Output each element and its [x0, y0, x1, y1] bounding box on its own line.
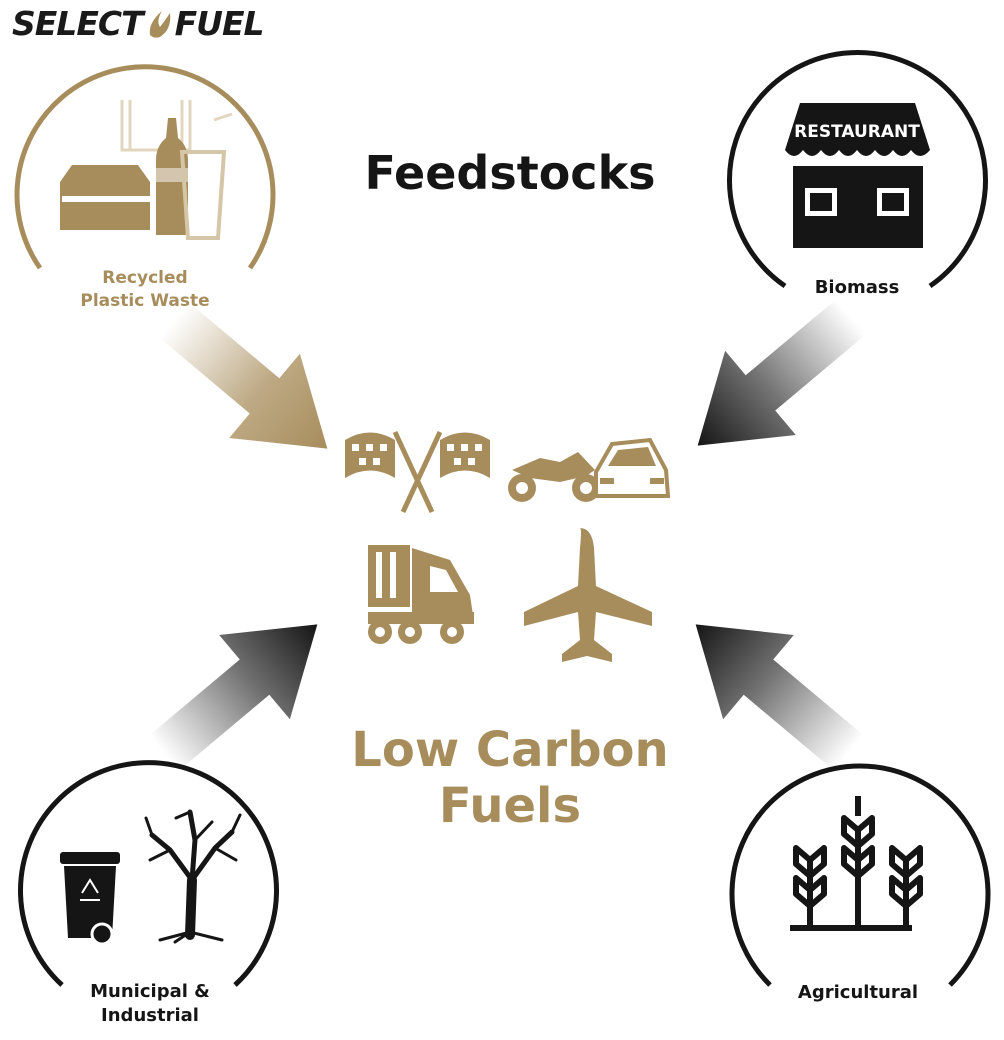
diagram-title: Feedstocks: [364, 146, 656, 200]
agricultural-node-ring: [729, 763, 991, 987]
plastic-label-line1: Recycled: [102, 268, 187, 288]
center-label-line2: Fuels: [438, 778, 582, 834]
plastic-node-ring: [14, 64, 276, 270]
restaurant-sign: RESTAURANT: [794, 122, 920, 142]
municipal-label-line2: Industrial: [101, 1005, 199, 1026]
trash-bin-icon: [60, 852, 120, 946]
brand-left: SELECT: [12, 4, 144, 43]
dead-tree-icon: [144, 809, 242, 944]
biomass-node-ring: [727, 50, 988, 289]
restaurant-icon: [785, 103, 930, 248]
checkered-flags-icon: [345, 430, 490, 514]
plastic-label-line2: Plastic Waste: [80, 291, 209, 311]
airplane-icon: [524, 528, 652, 662]
biomass-label: Biomass: [815, 277, 900, 298]
plastic-waste-icon: [60, 100, 233, 240]
agricultural-label: Agricultural: [798, 982, 918, 1003]
center-label: Low Carbon Fuels: [300, 722, 720, 834]
truck-icon: [368, 545, 474, 644]
brand-right: FUEL: [174, 4, 265, 43]
municipal-label-line1: Municipal &: [90, 981, 210, 1002]
motorcycle-icon: [508, 452, 600, 502]
brand-logo: SELECT FUEL: [12, 4, 265, 43]
arrow-biomass-to-center: [662, 274, 887, 488]
fuel-drop-icon: [149, 10, 170, 38]
car-icon: [594, 437, 671, 498]
municipal-node-ring: [18, 760, 279, 987]
center-label-line1: Low Carbon: [351, 722, 669, 778]
wheat-icon: [790, 796, 923, 931]
